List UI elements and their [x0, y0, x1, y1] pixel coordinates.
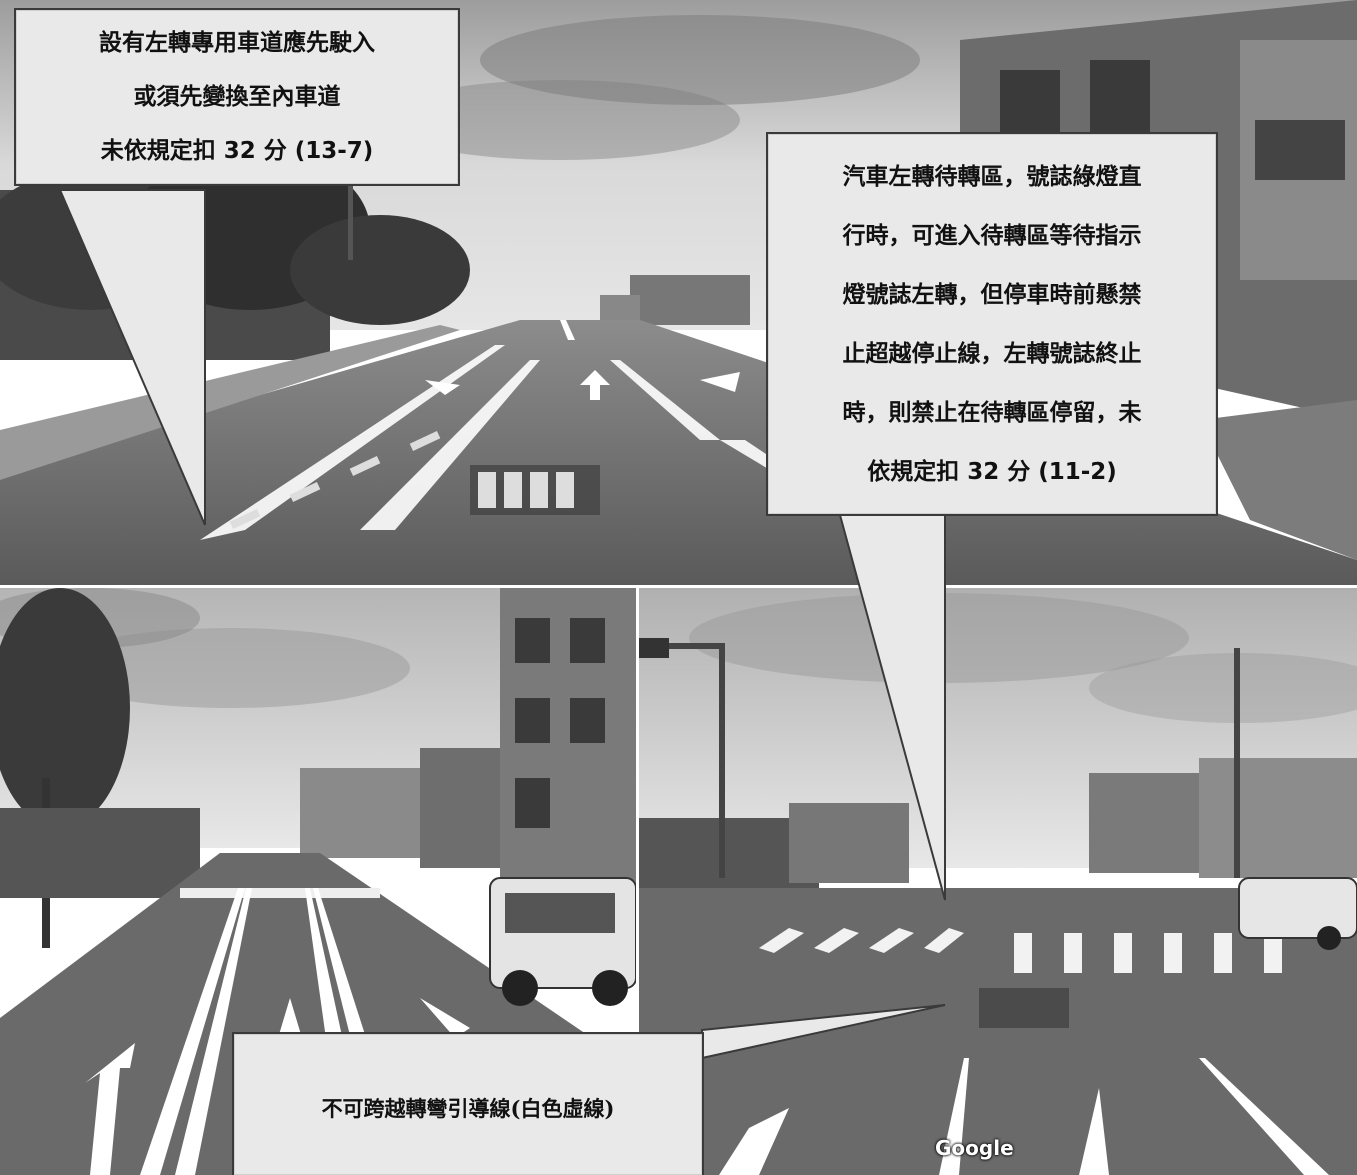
callout-line: 未依規定扣 32 分 (13-7) — [100, 138, 374, 164]
callout-line: 行時，可進入待轉區等待指示 — [842, 223, 1142, 249]
callout-line: 依規定扣 32 分 (11-2) — [867, 459, 1117, 485]
callout-line: 燈號誌左轉，但停車時前懸禁 — [842, 282, 1142, 308]
google-watermark: Google — [935, 1136, 1014, 1160]
callout-line: 不可跨越轉彎引導線(白色虛線) — [321, 1096, 615, 1121]
callout-line: 時，則禁止在待轉區停留，未 — [842, 400, 1142, 426]
callout-line: 汽車左轉待轉區，號誌綠燈直 — [842, 164, 1142, 190]
callout-line: 設有左轉專用車道應先駛入 — [99, 30, 375, 56]
bottom-right-street-photo — [639, 588, 1357, 1175]
bottom-callout: 不可跨越轉彎引導線(白色虛線) — [232, 1032, 704, 1175]
top-right-callout: 汽車左轉待轉區，號誌綠燈直 行時，可進入待轉區等待指示 燈號誌左轉，但停車時前懸… — [766, 132, 1218, 516]
callout-line: 或須先變換至內車道 — [133, 84, 341, 110]
top-left-callout: 設有左轉專用車道應先駛入 或須先變換至內車道 未依規定扣 32 分 (13-7) — [14, 8, 460, 186]
callout-line: 止超越停止線，左轉號誌終止 — [842, 341, 1142, 367]
